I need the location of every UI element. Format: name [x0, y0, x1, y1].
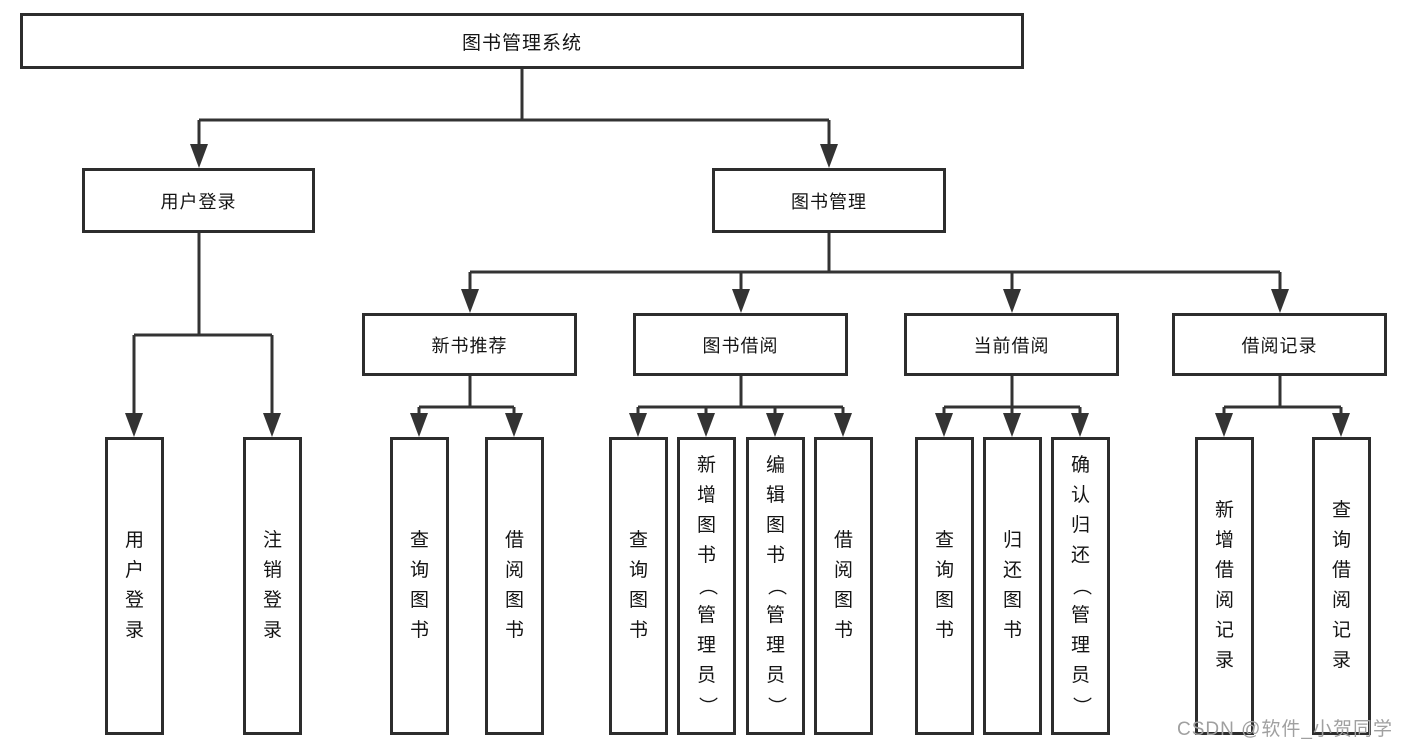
node-book-management-label: 图书管理: [791, 191, 867, 212]
leaf-query-books-borrow-label: 查询图书: [628, 530, 648, 641]
leaf-add-books-admin: 新增图书（管理员）: [677, 437, 736, 735]
node-new-book-recommend-label: 新书推荐: [431, 335, 508, 356]
leaf-add-borrow-record: 新增借阅记录: [1195, 437, 1254, 735]
leaf-confirm-return-admin-label: 确认归还（管理员）: [1070, 455, 1092, 716]
leaf-query-books-recommend: 查询图书: [390, 437, 449, 735]
leaf-logout-label: 注销登录: [262, 530, 282, 641]
leaf-query-books-borrow: 查询图书: [609, 437, 668, 735]
leaf-borrow-books-recommend: 借阅图书: [485, 437, 544, 735]
leaf-user-login-label: 用户登录: [124, 530, 144, 641]
node-book-management: 图书管理: [712, 168, 946, 233]
leaf-query-borrow-record-label: 查询借阅记录: [1331, 500, 1351, 671]
leaf-borrow-books: 借阅图书: [814, 437, 873, 735]
leaf-query-books-current: 查询图书: [915, 437, 974, 735]
leaf-user-login: 用户登录: [105, 437, 164, 735]
node-borrow-records: 借阅记录: [1172, 313, 1387, 376]
leaf-return-books: 归还图书: [983, 437, 1042, 735]
node-current-borrow-label: 当前借阅: [973, 335, 1050, 356]
leaf-edit-books-admin: 编辑图书（管理员）: [746, 437, 805, 735]
leaf-add-books-admin-label: 新增图书（管理员）: [696, 455, 718, 716]
leaf-query-books-recommend-label: 查询图书: [409, 530, 429, 641]
node-root: 图书管理系统: [20, 13, 1024, 69]
node-book-borrow-label: 图书借阅: [702, 335, 779, 356]
node-user-login: 用户登录: [82, 168, 315, 233]
leaf-add-borrow-record-label: 新增借阅记录: [1214, 500, 1234, 671]
node-book-borrow: 图书借阅: [633, 313, 848, 376]
node-user-login-label: 用户登录: [160, 191, 237, 212]
arrowheads: [125, 144, 1350, 437]
leaf-borrow-books-label: 借阅图书: [833, 530, 853, 641]
leaf-query-borrow-record: 查询借阅记录: [1312, 437, 1371, 735]
leaf-logout: 注销登录: [243, 437, 302, 735]
node-borrow-records-label: 借阅记录: [1241, 335, 1318, 356]
csdn-watermark: CSDN @软件_小贺同学: [1177, 719, 1393, 740]
leaf-confirm-return-admin: 确认归还（管理员）: [1051, 437, 1110, 735]
leaf-borrow-books-recommend-label: 借阅图书: [504, 530, 524, 641]
leaf-return-books-label: 归还图书: [1002, 530, 1022, 641]
node-root-label: 图书管理系统: [461, 32, 582, 54]
node-current-borrow: 当前借阅: [904, 313, 1119, 376]
node-new-book-recommend: 新书推荐: [362, 313, 577, 376]
leaf-edit-books-admin-label: 编辑图书（管理员）: [765, 455, 787, 716]
leaf-query-books-current-label: 查询图书: [934, 530, 954, 641]
